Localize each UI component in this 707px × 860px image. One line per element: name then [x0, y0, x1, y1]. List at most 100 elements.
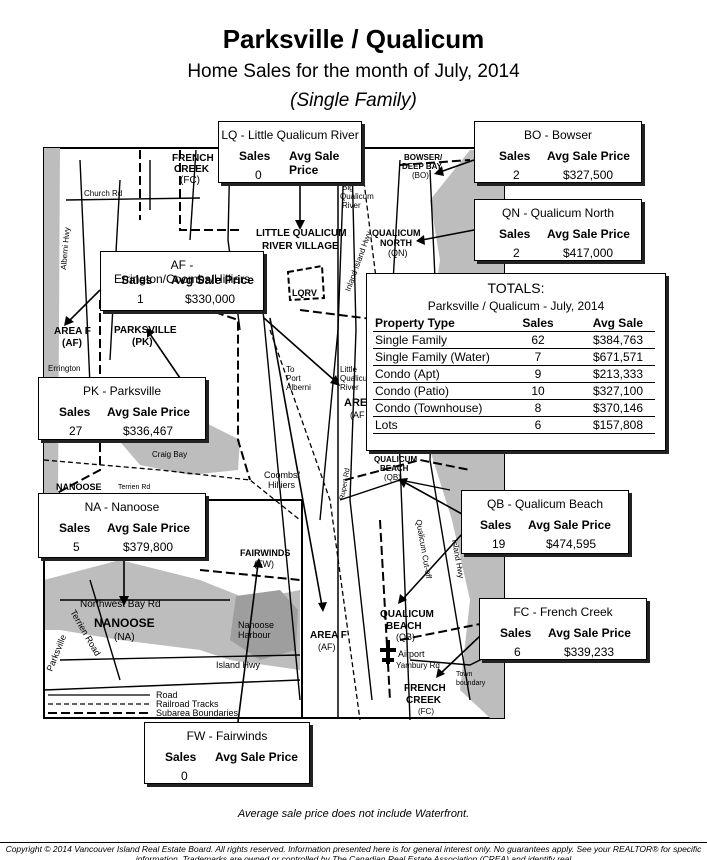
map-label-bigq-3: River: [342, 201, 361, 210]
map-label-nanoose-small: NANOOSE: [56, 482, 102, 492]
sales-count: 10: [511, 382, 563, 400]
avg-price-value: $327,500: [563, 168, 614, 182]
table-row: Single Family 62 $384,763: [373, 331, 655, 349]
page-subtitle: Home Sales for the month of July, 2014: [187, 61, 520, 82]
property-type: Condo (Patio): [373, 382, 511, 400]
avg-sale: $370,146: [563, 399, 655, 417]
sales-value: 2: [513, 168, 520, 182]
map-label-qbs-3: (QB): [384, 473, 401, 482]
map-label-fcb-2: CREEK: [406, 695, 442, 706]
map-label-bowser-1: BOWSER/: [404, 153, 443, 162]
sales-value: 6: [514, 645, 521, 659]
map-label-pk-1: PARKSVILLE: [114, 325, 177, 336]
map-label-fc-top-1: FRENCH: [172, 153, 214, 164]
column-header: Sales: [511, 316, 563, 332]
area-box-title: FC - French Creek: [513, 605, 613, 619]
sales-value: 0: [255, 168, 262, 182]
map-label-terrien-rd: Terrien Rd: [118, 484, 150, 491]
table-row: Condo (Townhouse) 8 $370,146: [373, 399, 655, 417]
map-label-lqr-3: River: [340, 383, 359, 392]
sales-label: Sales: [121, 273, 153, 287]
avg-sale: $157,808: [563, 416, 655, 434]
map-label-afc-1: AREA F: [310, 630, 347, 641]
map-label-area-f-1: AREA F: [54, 326, 91, 337]
sales-label: Sales: [239, 149, 271, 163]
map-label-airport: Airport: [398, 649, 425, 659]
map-label-town-1: Town: [456, 671, 472, 678]
area-box-qn: QN - Qualicum North Sales Avg Sale Price…: [474, 199, 642, 261]
map-label-qn-2: NORTH: [380, 238, 412, 248]
totals-title: TOTALS:: [487, 280, 545, 296]
map-label-qbs-1: QUALICUM: [374, 455, 417, 464]
property-type: Single Family: [373, 331, 511, 349]
area-box-title: LQ - Little Qualicum River: [221, 128, 359, 142]
avg-sale: $327,100: [563, 382, 655, 400]
avg-price-label: Avg Sale Price: [107, 521, 190, 535]
area-box-na: NA - Nanoose Sales Avg Sale Price 5 $379…: [38, 493, 206, 558]
map-label-nh-1: Nanoose: [238, 620, 274, 630]
sales-label: Sales: [499, 149, 531, 163]
map-label-tpa-2: Port: [286, 374, 301, 383]
area-box-af: AF - Errington/Coombs/Hilliers Sales Avg…: [100, 251, 264, 311]
lqrv-boundary: [286, 264, 326, 302]
map-label-fcb-3: (FC): [418, 707, 434, 716]
page-title: Parksville / Qualicum: [222, 24, 485, 54]
avg-price-label: Avg Sale Price: [171, 273, 254, 287]
sales-value: 1: [137, 292, 144, 306]
map-label-are-1: ARE: [344, 397, 367, 409]
avg-price-value: $474,595: [546, 537, 597, 551]
sales-value: 27: [69, 424, 83, 438]
map-label-errington: Errington: [48, 364, 80, 373]
map-label-fc-top-2: CREEK: [174, 164, 210, 175]
avg-price-label: Avg Sale Price: [107, 405, 190, 419]
map-label-lqrv-2: RIVER VILLAGE: [262, 241, 339, 252]
table-row: Lots 6 $157,808: [373, 416, 655, 434]
copyright-text: Copyright © 2014 Vancouver Island Real E…: [0, 842, 707, 860]
avg-price-label: Avg Sale Price: [547, 149, 630, 163]
property-type: Lots: [373, 416, 511, 434]
map-label-nh-2: Harbour: [238, 630, 271, 640]
sales-label: Sales: [165, 750, 197, 764]
sales-label: Sales: [59, 405, 91, 419]
map-label-qbb-1: QUALICUM: [380, 609, 434, 620]
map-label-qn-1: QUALICUM: [372, 228, 421, 238]
area-box-title: QN - Qualicum North: [501, 206, 615, 220]
property-type: Condo (Apt): [373, 365, 511, 383]
area-box-fw: FW - Fairwinds Sales Avg Sale Price 0: [144, 722, 310, 784]
map-label-qn-3: (QN): [388, 248, 408, 258]
map-label-lqr-1: Little: [340, 365, 357, 374]
map-label-town-2: boundary: [456, 680, 486, 687]
avg-price-value: $339,233: [564, 645, 615, 659]
avg-price-label: Avg Sale Price: [215, 750, 298, 764]
map-label-qbb-2: BEACH: [386, 621, 422, 632]
table-row: Single Family (Water) 7 $671,571: [373, 348, 655, 366]
map-label-yambury: Yambury Rd: [396, 661, 440, 670]
avg-price-value: $330,000: [185, 292, 236, 306]
map-label-qbs-2: BEACH: [380, 464, 409, 473]
property-type: Single Family (Water): [373, 348, 511, 366]
map-label-coombs-1: Coombs/: [264, 470, 301, 480]
avg-price-value: $379,800: [123, 540, 174, 554]
totals-subtitle: Parksville / Qualicum - July, 2014: [427, 299, 605, 313]
sales-label: Sales: [59, 521, 91, 535]
map-label-bigq-1: Big: [342, 183, 354, 192]
sales-value: 2: [513, 246, 520, 260]
map-label-coombs-2: Hilliers: [268, 480, 296, 490]
map-label-craig-bay: Craig Bay: [152, 450, 187, 459]
avg-price-label: Avg Sale Price: [289, 149, 340, 177]
area-box-fc: FC - French Creek Sales Avg Sale Price 6…: [479, 598, 647, 660]
avg-price-value: $417,000: [563, 246, 614, 260]
legend-lines: [48, 694, 150, 714]
avg-sale: $213,333: [563, 365, 655, 383]
sales-label: Sales: [480, 518, 512, 532]
avg-price-label: Avg Sale Price: [528, 518, 611, 532]
sales-count: 9: [511, 365, 563, 383]
totals-header-row: Property Type Sales Avg Sale: [373, 316, 655, 332]
map-label-fw-2: (FW): [254, 559, 274, 569]
sales-count: 7: [511, 348, 563, 366]
table-row: Condo (Patio) 10 $327,100: [373, 382, 655, 400]
water-nanoose-harbour: [230, 590, 298, 660]
map-label-fc-top-3: (FC): [180, 175, 200, 186]
map-label-qbb-3: (QB): [396, 632, 415, 642]
avg-price-label: Avg Sale Price: [547, 227, 630, 241]
